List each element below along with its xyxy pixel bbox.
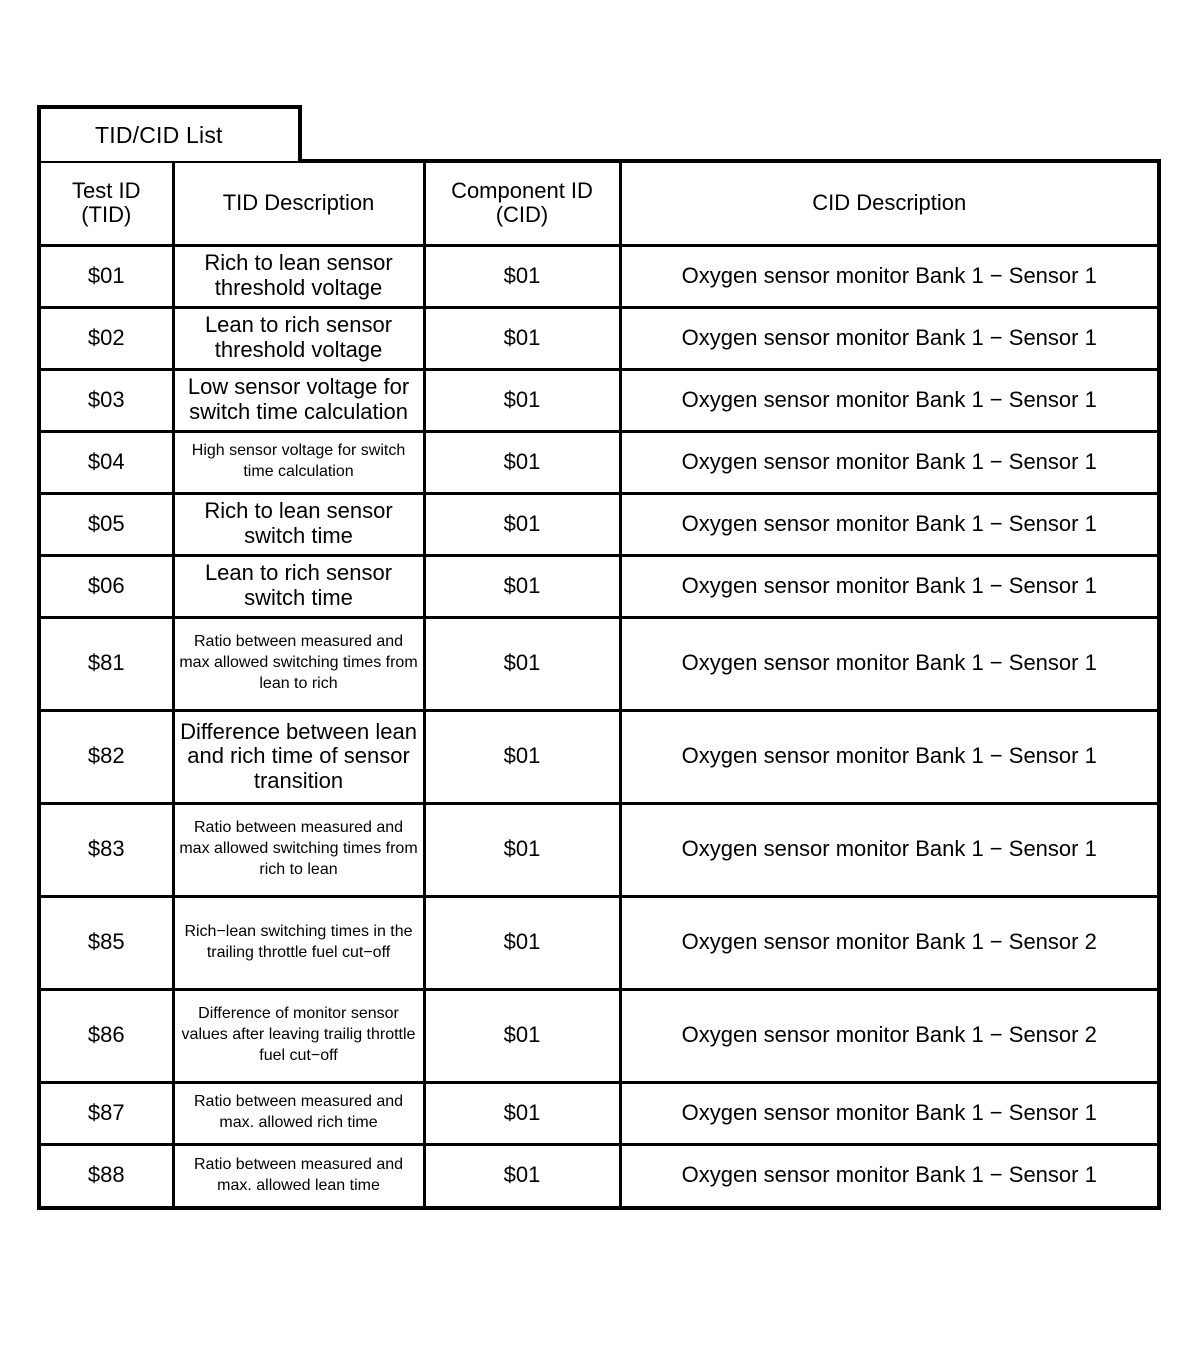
cell-tid-description: Rich to lean sensor threshold voltage — [171, 243, 426, 309]
cell-component-id: $01 — [422, 1080, 622, 1146]
cell-cid-description: Oxygen sensor monitor Bank 1 − Sensor 1 — [618, 243, 1157, 309]
cell-cid-description: Oxygen sensor monitor Bank 1 − Sensor 1 — [618, 491, 1157, 557]
column-header-tid-description: TID Description — [171, 163, 426, 247]
tid-cid-table: Test ID (TID) TID Description Component … — [37, 159, 1161, 1210]
cell-test-id: $83 — [41, 801, 175, 898]
cell-tid-description: Rich to lean sensor switch time — [171, 491, 426, 557]
cell-tid-description: High sensor voltage for switch time calc… — [171, 429, 426, 495]
cell-cid-description: Oxygen sensor monitor Bank 1 − Sensor 1 — [618, 1080, 1157, 1146]
cell-tid-description: Difference of monitor sensor values afte… — [171, 987, 426, 1084]
cell-component-id: $01 — [422, 987, 622, 1084]
column-header-component-id-line2: (CID) — [495, 202, 549, 228]
cell-test-id: $88 — [41, 1142, 175, 1206]
cell-tid-description: Ratio between measured and max. allowed … — [171, 1080, 426, 1146]
title-tab-label: TID/CID List — [95, 121, 223, 148]
cell-test-id: $85 — [41, 894, 175, 991]
cell-test-id: $06 — [41, 553, 175, 619]
cell-component-id: $01 — [422, 305, 622, 371]
cell-cid-description: Oxygen sensor monitor Bank 1 − Sensor 1 — [618, 429, 1157, 495]
cell-cid-description: Oxygen sensor monitor Bank 1 − Sensor 1 — [618, 801, 1157, 898]
cell-tid-description: Rich−lean switching times in the trailin… — [171, 894, 426, 991]
column-header-test-id: Test ID (TID) — [41, 163, 175, 247]
column-header-component-id: Component ID (CID) — [422, 163, 622, 247]
column-header-test-id-line2: (TID) — [81, 202, 132, 228]
cell-component-id: $01 — [422, 553, 622, 619]
cell-tid-description: Low sensor voltage for switch time calcu… — [171, 367, 426, 433]
cell-cid-description: Oxygen sensor monitor Bank 1 − Sensor 1 — [618, 367, 1157, 433]
table-header-row: Test ID (TID) TID Description Component … — [41, 163, 1157, 247]
cell-test-id: $87 — [41, 1080, 175, 1146]
cell-component-id: $01 — [422, 615, 622, 712]
cell-cid-description: Oxygen sensor monitor Bank 1 − Sensor 2 — [618, 987, 1157, 1084]
cell-component-id: $01 — [422, 243, 622, 309]
cell-test-id: $03 — [41, 367, 175, 433]
cell-component-id: $01 — [422, 367, 622, 433]
cell-tid-description: Ratio between measured and max. allowed … — [171, 1142, 426, 1206]
cell-tid-description: Ratio between measured and max allowed s… — [171, 801, 426, 898]
column-header-test-id-line1: Test ID — [72, 177, 141, 203]
cell-component-id: $01 — [422, 491, 622, 557]
column-header-cid-description-label: CID Description — [812, 189, 967, 215]
cell-test-id: $82 — [41, 708, 175, 805]
cell-component-id: $01 — [422, 429, 622, 495]
cell-test-id: $81 — [41, 615, 175, 712]
cell-tid-description: Lean to rich sensor threshold voltage — [171, 305, 426, 371]
column-header-tid-description-label: TID Description — [222, 189, 375, 215]
cell-tid-description: Difference between lean and rich time of… — [171, 708, 426, 805]
title-tab: TID/CID List — [37, 105, 302, 161]
cell-component-id: $01 — [422, 708, 622, 805]
column-header-cid-description: CID Description — [618, 163, 1157, 247]
cell-tid-description: Lean to rich sensor switch time — [171, 553, 426, 619]
cell-test-id: $02 — [41, 305, 175, 371]
cell-test-id: $01 — [41, 243, 175, 309]
cell-tid-description: Ratio between measured and max allowed s… — [171, 615, 426, 712]
cell-cid-description: Oxygen sensor monitor Bank 1 − Sensor 1 — [618, 553, 1157, 619]
cell-cid-description: Oxygen sensor monitor Bank 1 − Sensor 1 — [618, 1142, 1157, 1206]
cell-cid-description: Oxygen sensor monitor Bank 1 − Sensor 1 — [618, 305, 1157, 371]
cell-component-id: $01 — [422, 801, 622, 898]
cell-cid-description: Oxygen sensor monitor Bank 1 − Sensor 2 — [618, 894, 1157, 991]
cell-cid-description: Oxygen sensor monitor Bank 1 − Sensor 1 — [618, 615, 1157, 712]
cell-test-id: $05 — [41, 491, 175, 557]
tid-cid-grid: Test ID (TID) TID Description Component … — [41, 163, 1157, 1206]
cell-test-id: $86 — [41, 987, 175, 1084]
cell-component-id: $01 — [422, 894, 622, 991]
cell-test-id: $04 — [41, 429, 175, 495]
cell-component-id: $01 — [422, 1142, 622, 1206]
cell-cid-description: Oxygen sensor monitor Bank 1 − Sensor 1 — [618, 708, 1157, 805]
column-header-component-id-line1: Component ID — [451, 177, 593, 203]
